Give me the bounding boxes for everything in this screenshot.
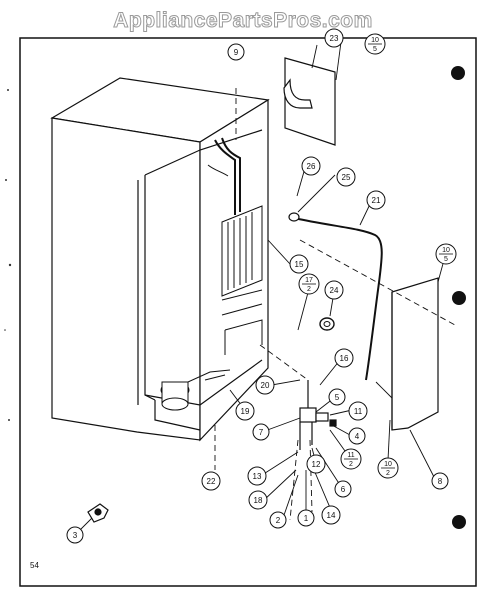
- page-number: 54: [30, 561, 39, 570]
- callout-label: 19: [241, 407, 250, 416]
- callout-label: 24: [330, 286, 339, 295]
- callout-19: 19: [235, 401, 255, 421]
- wire-harness: [293, 217, 383, 381]
- fraction-denominator: 2: [307, 286, 311, 293]
- callout-21: 21: [366, 190, 386, 210]
- callout-label: 2: [276, 516, 281, 525]
- registration-dot: [452, 291, 466, 305]
- fraction-denominator: 5: [444, 256, 448, 263]
- callout-label: 1: [304, 514, 309, 523]
- fraction-denominator: 2: [349, 461, 353, 468]
- fraction-numerator: 10: [384, 461, 392, 468]
- callout-26: 26: [301, 156, 321, 176]
- fraction-numerator: 17: [305, 277, 313, 284]
- page-border: [19, 37, 477, 587]
- callout-label: 12: [312, 460, 321, 469]
- loose-part: [87, 503, 109, 523]
- callout-11: 11: [348, 401, 368, 421]
- registration-dot: [451, 66, 465, 80]
- callout-label: 9: [234, 48, 239, 57]
- fraction-callout-10-2: 10 2: [377, 457, 399, 479]
- refrigerator-cabinet: [50, 77, 270, 442]
- callout-5: 5: [328, 388, 346, 406]
- callout-label: 4: [355, 432, 360, 441]
- watermark: AppliancePartsPros.com: [113, 9, 373, 32]
- callout-7: 7: [252, 423, 270, 441]
- callout-label: 21: [372, 196, 381, 205]
- fraction-callout-17-2: 17 2: [298, 273, 320, 295]
- fraction-callout-10-5-top: 10 5: [364, 33, 386, 55]
- rear-panel: [391, 277, 439, 431]
- callout-label: 22: [207, 477, 216, 486]
- callout-8: 8: [431, 472, 449, 490]
- callout-label: 14: [327, 511, 336, 520]
- top-bracket: [283, 57, 336, 146]
- callout-label: 8: [438, 477, 443, 486]
- callout-23: 23: [324, 28, 344, 48]
- callout-6: 6: [334, 480, 352, 498]
- fraction-numerator: 11: [347, 452, 354, 459]
- callout-2: 2: [269, 511, 287, 529]
- callout-20: 20: [255, 375, 275, 395]
- fraction-numerator: 10: [442, 247, 450, 254]
- callout-label: 3: [73, 531, 78, 540]
- callout-label: 5: [335, 393, 340, 402]
- callout-22: 22: [201, 471, 221, 491]
- callout-label: 13: [253, 472, 262, 481]
- valve-assembly: [299, 380, 337, 450]
- callout-9: 9: [227, 43, 245, 61]
- callout-label: 11: [354, 407, 363, 416]
- fraction-callout-10-5-right: 10 5: [435, 243, 457, 265]
- grommet: [288, 212, 300, 222]
- fraction-denominator: 2: [386, 470, 390, 477]
- fraction-callout-11-2: 11 2: [340, 448, 362, 470]
- callout-25: 25: [336, 167, 356, 187]
- callout-12: 12: [306, 454, 326, 474]
- callout-14: 14: [321, 505, 341, 525]
- callout-13: 13: [247, 466, 267, 486]
- callout-label: 7: [259, 428, 264, 437]
- callout-18: 18: [248, 490, 268, 510]
- callout-label: 16: [340, 354, 349, 363]
- callout-label: 18: [254, 496, 263, 505]
- callout-label: 25: [342, 173, 351, 182]
- bushing: [319, 317, 335, 331]
- fraction-denominator: 5: [373, 46, 377, 53]
- callout-3: 3: [66, 526, 84, 544]
- callout-label: 20: [261, 381, 270, 390]
- fraction-numerator: 10: [371, 37, 379, 44]
- registration-dot: [452, 515, 466, 529]
- callout-1: 1: [297, 509, 315, 527]
- callout-24: 24: [324, 280, 344, 300]
- callout-label: 6: [341, 485, 346, 494]
- callout-label: 15: [295, 260, 304, 269]
- callout-label: 26: [307, 162, 316, 171]
- callout-15: 15: [289, 254, 309, 274]
- scan-specks: [4, 89, 12, 421]
- callout-4: 4: [348, 427, 366, 445]
- callout-16: 16: [334, 348, 354, 368]
- rear-components: [160, 137, 263, 411]
- callout-label: 23: [330, 34, 339, 43]
